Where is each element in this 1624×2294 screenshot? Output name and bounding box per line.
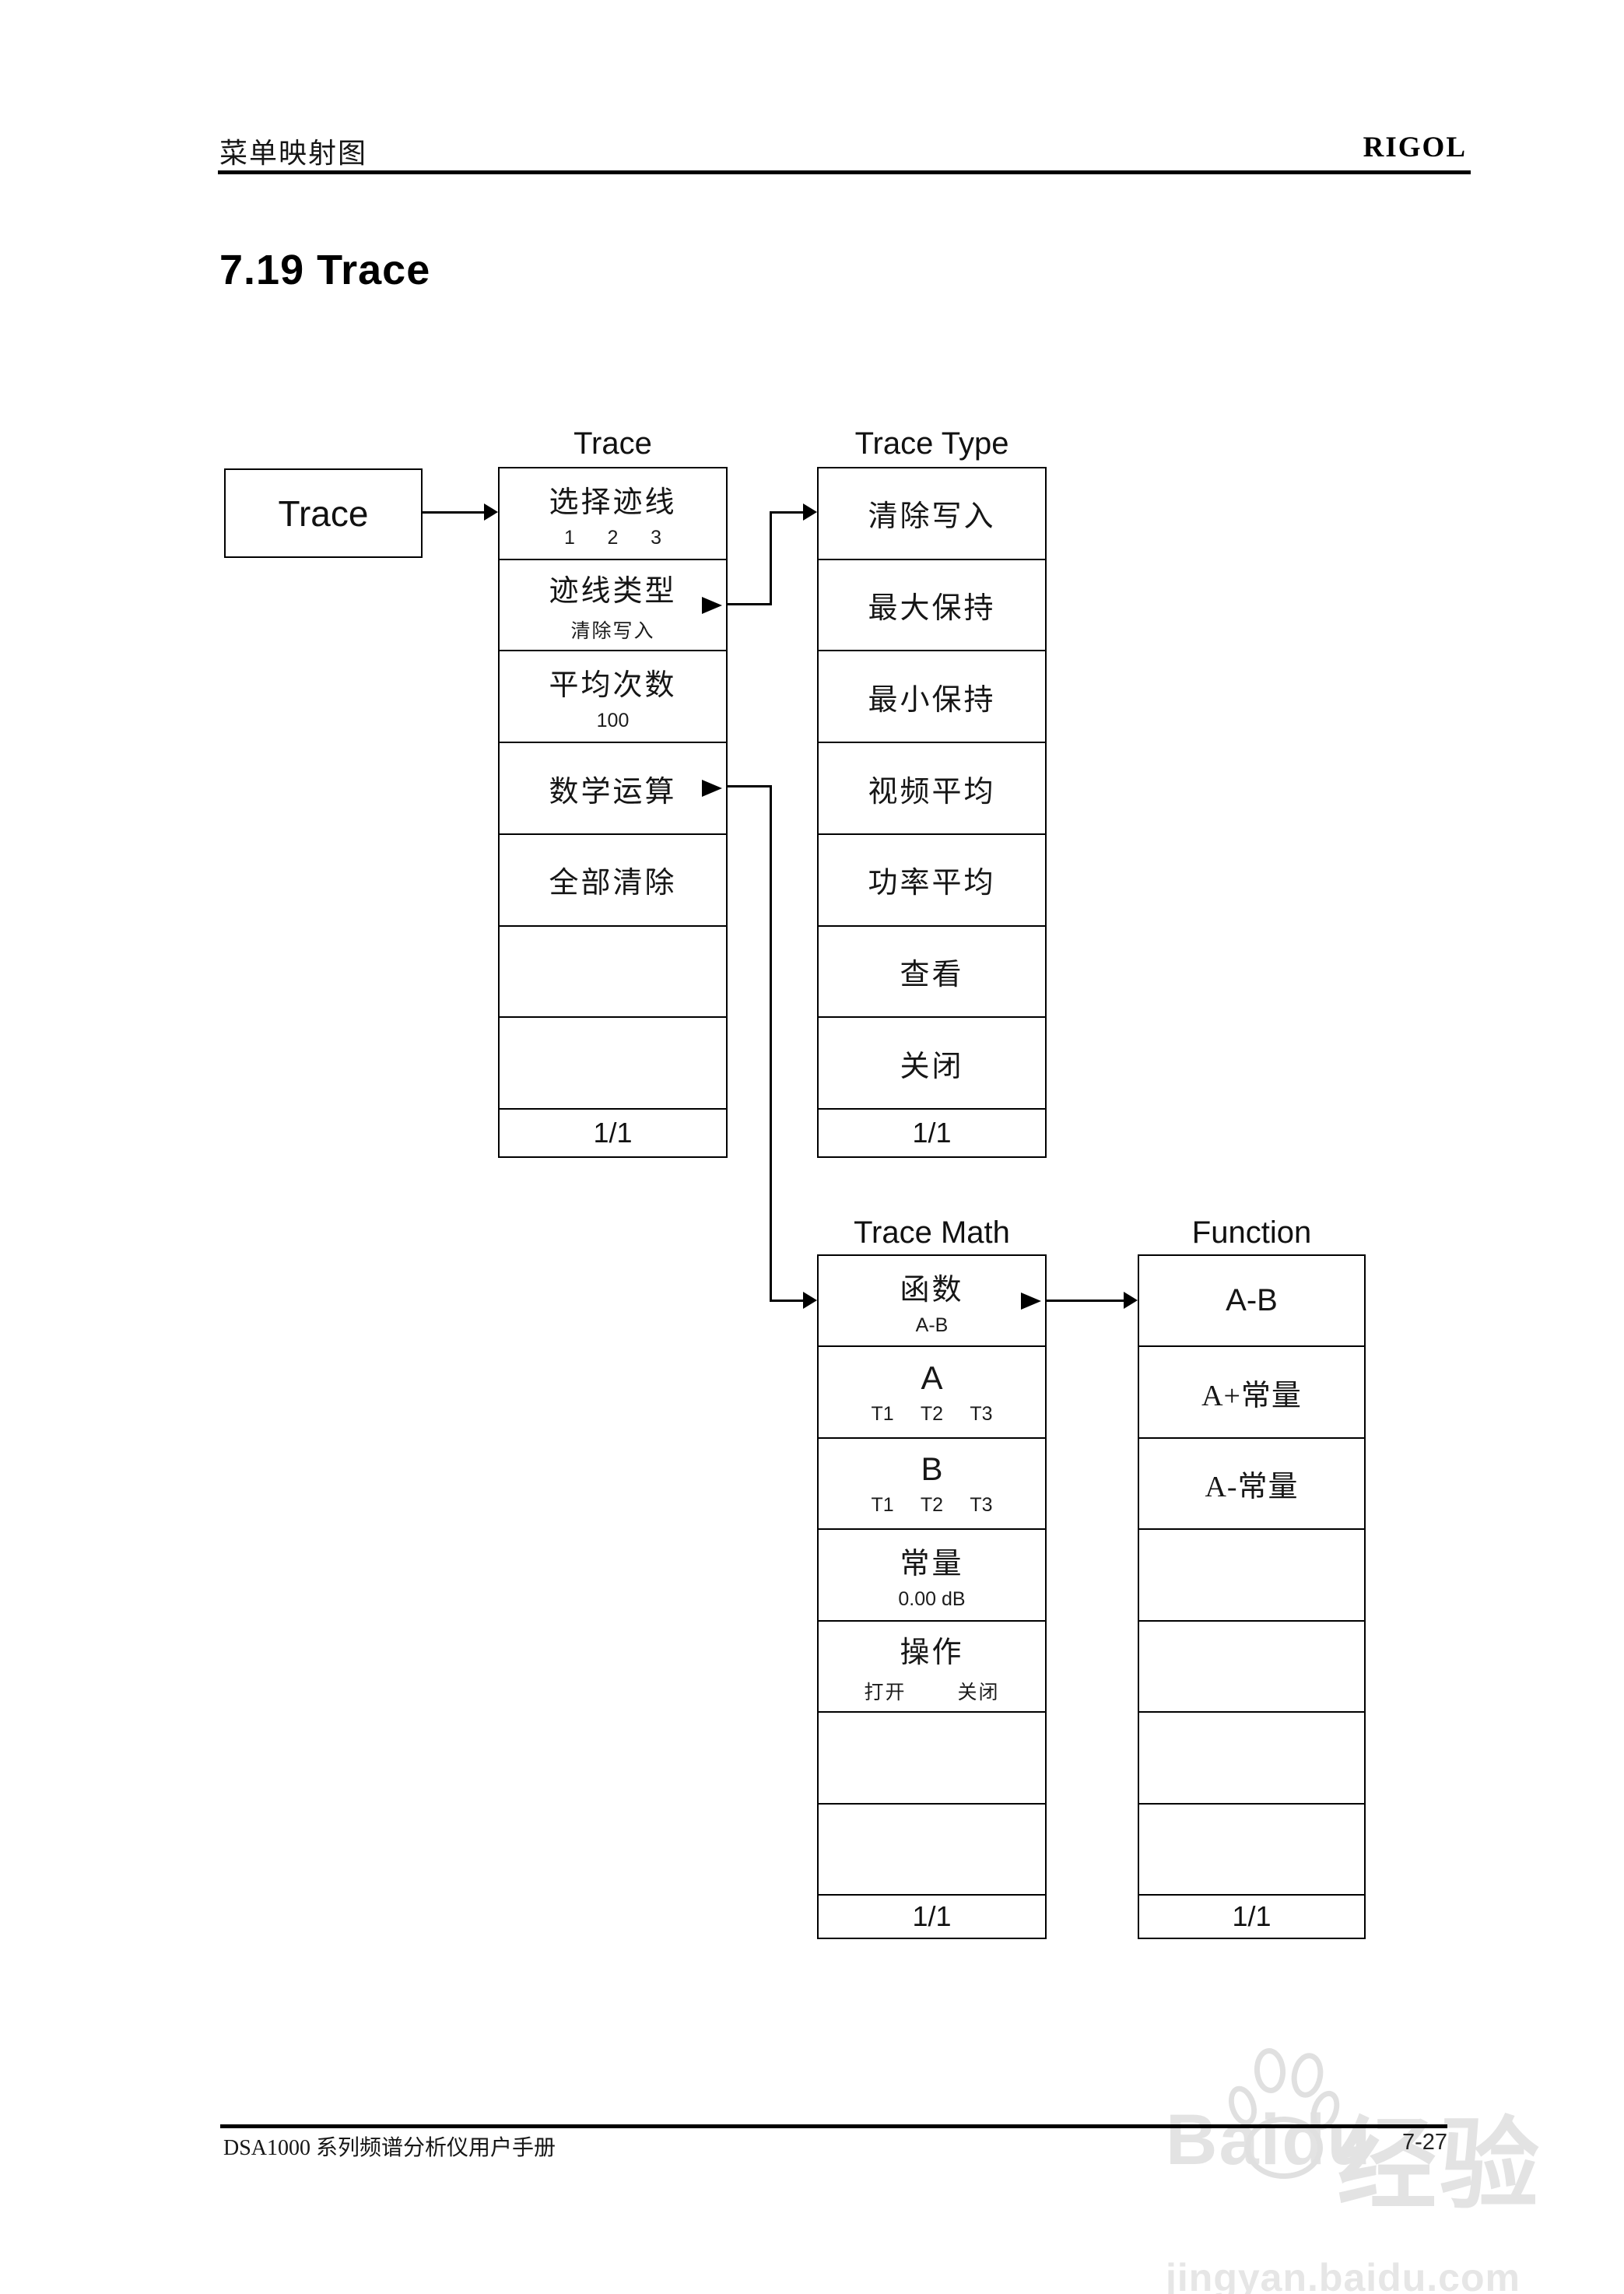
- menu-item-a: A T1 T2 T3: [819, 1345, 1045, 1436]
- menu-item-trace-type: 迹线类型 清除写入: [500, 558, 726, 651]
- baidu-watermark: Baidu 经验 jingyan.baidu.com: [1159, 2039, 1595, 2294]
- menu-item-operation: 操作 打开 关闭: [819, 1619, 1045, 1711]
- connector-tracemath-v: [770, 785, 772, 1302]
- page-indicator: 1/1: [819, 1108, 1045, 1156]
- menu-column-trace-type: 清除写入 最大保持 最小保持 视频平均 功率平均 查看 关闭 1/1: [817, 467, 1047, 1158]
- arrowhead-icon: [803, 1292, 817, 1309]
- menu-item-a-minus-const: A-常量: [1139, 1436, 1364, 1528]
- menu-item-min-hold: 最小保持: [819, 650, 1045, 742]
- trace-key-label: Trace: [278, 493, 369, 534]
- menu-item-blank: [500, 924, 726, 1017]
- header-section-title: 菜单映射图: [219, 138, 368, 169]
- menu-column-function: A-B A+常量 A-常量 1/1: [1138, 1254, 1366, 1939]
- menu-item-max-hold: 最大保持: [819, 558, 1045, 651]
- header-rule: [218, 170, 1471, 174]
- menu-item-clear-all: 全部清除: [500, 833, 726, 925]
- connector-tracemath-h2: [770, 1300, 804, 1302]
- menu-item-function: 函数 A-B: [819, 1256, 1045, 1345]
- arrowhead-icon: [484, 503, 498, 521]
- submenu-arrow-icon: [702, 596, 722, 614]
- menu-item-video-avg: 视频平均: [819, 742, 1045, 833]
- menu-item-blank: [500, 1016, 726, 1108]
- page-indicator: 1/1: [1139, 1893, 1364, 1938]
- menu-item-blank: [819, 1711, 1045, 1802]
- column-header-trace: Trace: [573, 426, 652, 461]
- watermark-url: jingyan.baidu.com: [1166, 2256, 1521, 2294]
- menu-item-select-trace: 选择迹线 1 2 3: [549, 486, 677, 549]
- menu-item-view: 查看: [819, 924, 1045, 1017]
- column-header-function: Function: [1191, 1215, 1312, 1250]
- baidu-jingyan-cn-text: 经验: [1337, 2110, 1543, 2221]
- connector-function-h: [1047, 1300, 1124, 1302]
- menu-item-a-minus-b: A-B: [1226, 1283, 1278, 1318]
- page-indicator: 1/1: [500, 1108, 726, 1156]
- submenu-arrow-icon: [702, 780, 722, 798]
- footer-manual-title: DSA1000 系列频谱分析仪用户手册: [223, 2136, 556, 2160]
- connector-tracetype-v: [770, 511, 772, 605]
- menu-item-constant: 常量 0.00 dB: [819, 1528, 1045, 1619]
- connector-tracetype-h1: [728, 603, 772, 605]
- column-header-trace-type: Trace Type: [854, 426, 1009, 461]
- connector-tracemath-h1: [728, 785, 772, 787]
- page-indicator: 1/1: [819, 1893, 1045, 1938]
- menu-item-blank: [819, 1802, 1045, 1894]
- menu-column-trace-math: 函数 A-B A T1 T2 T3 B T1 T2 T3 常量 0.00 dB …: [817, 1254, 1047, 1939]
- arrowhead-icon: [1124, 1292, 1138, 1309]
- trace-key-box: Trace: [224, 468, 423, 558]
- connector-root-to-trace: [423, 511, 486, 514]
- menu-item-power-avg: 功率平均: [819, 833, 1045, 925]
- column-header-trace-math: Trace Math: [854, 1215, 1010, 1250]
- footer-rule: [220, 2124, 1447, 2128]
- menu-item-clear-write: 清除写入: [868, 500, 996, 534]
- menu-item-off: 关闭: [819, 1016, 1045, 1108]
- menu-item-blank: [1139, 1711, 1364, 1802]
- menu-item-blank: [1139, 1619, 1364, 1711]
- arrowhead-icon: [803, 503, 817, 521]
- menu-item-b: B T1 T2 T3: [819, 1436, 1045, 1528]
- connector-tracetype-h2: [770, 511, 804, 514]
- menu-item-avg-count: 平均次数 100: [500, 650, 726, 742]
- menu-item-blank: [1139, 1528, 1364, 1619]
- menu-item-a-plus-const: A+常量: [1139, 1345, 1364, 1436]
- submenu-arrow-icon: [1021, 1292, 1041, 1310]
- footer-page-number: 7-27: [1401, 2130, 1447, 2155]
- page-title: 7.19 Trace: [219, 247, 431, 293]
- menu-item-trace-math: 数学运算: [500, 742, 726, 833]
- menu-column-trace: 选择迹线 1 2 3 迹线类型 清除写入 平均次数 100 数学运算 全部清除: [498, 467, 728, 1158]
- rigol-logo: RIGOL: [1363, 132, 1467, 163]
- baidu-paw-icon: [1223, 2045, 1345, 2181]
- menu-item-blank: [1139, 1802, 1364, 1894]
